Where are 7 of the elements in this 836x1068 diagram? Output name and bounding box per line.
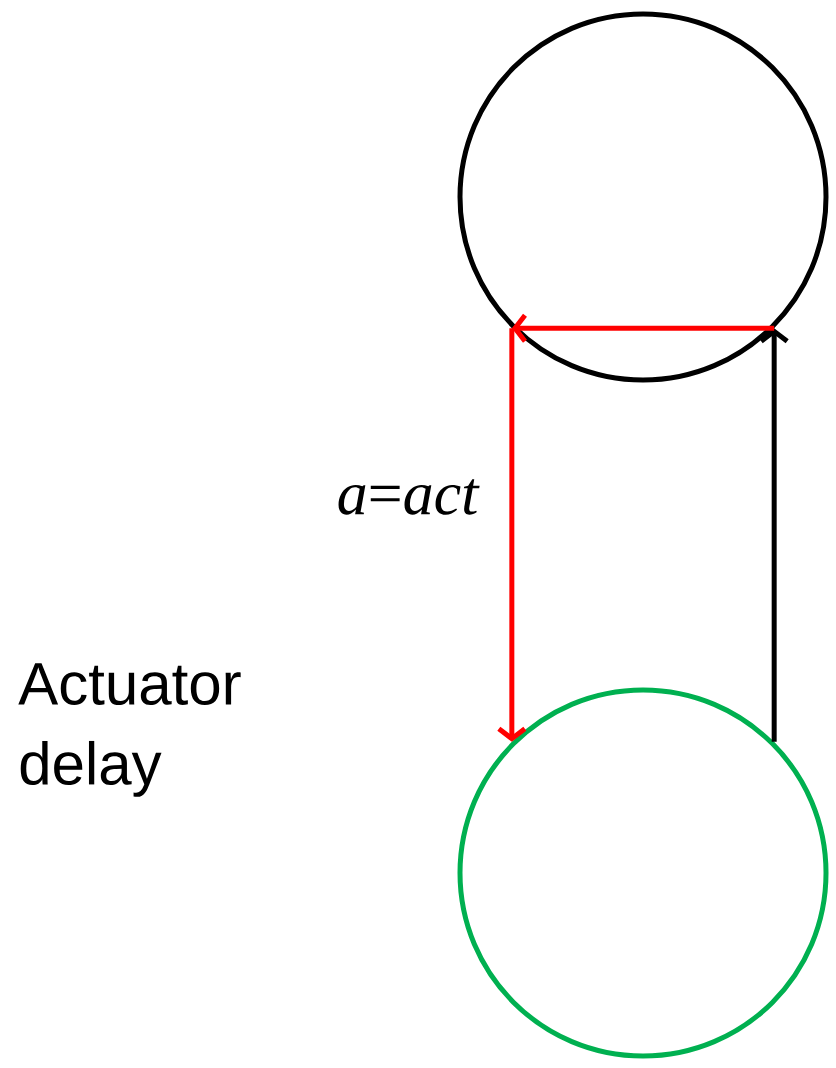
text-label: Actuator delay [18,663,241,797]
arrow [511,313,775,343]
arrow [759,328,789,742]
arrow [497,328,527,742]
circle-node [457,687,829,1059]
edge-label: a=act [338,479,480,515]
circle-node [457,11,829,383]
